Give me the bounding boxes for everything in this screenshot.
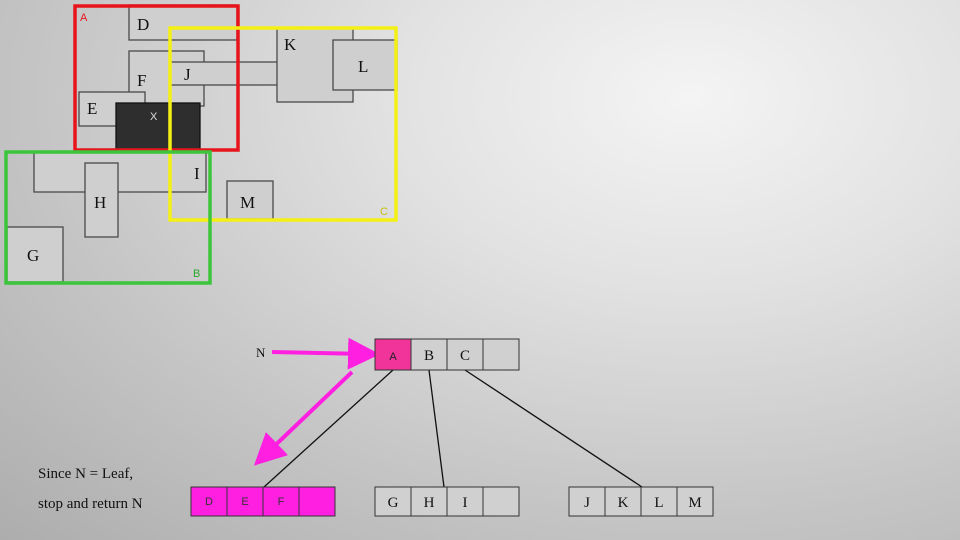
leaf-node-a: D E F xyxy=(190,486,336,517)
edge-root-leaf-a xyxy=(263,369,394,488)
rect-d-label: D xyxy=(137,15,149,34)
edge-root-leaf-c xyxy=(464,369,643,488)
rect-h-label: H xyxy=(94,193,106,212)
leaf-c-cell-k-label: K xyxy=(618,495,629,511)
leaf-b-cell-i-label: I xyxy=(463,495,468,511)
region-c-label: C xyxy=(380,206,388,218)
leaf-a-cell-f-label: F xyxy=(278,496,285,508)
leaf-c-cell-j-label: J xyxy=(584,495,590,511)
rect-d: D xyxy=(128,4,238,41)
root-cell-empty xyxy=(482,338,520,371)
leaf-c-cell-m xyxy=(676,486,714,517)
region-a: A xyxy=(73,4,240,152)
root-cell-c xyxy=(446,338,484,371)
caption-line-2: stop and return N xyxy=(38,496,143,512)
rect-i-label: I xyxy=(194,164,200,183)
rect-i: I xyxy=(33,151,207,193)
edge-root-leaf-b xyxy=(428,369,445,488)
rect-j-label: J xyxy=(184,65,191,84)
rect-x: X xyxy=(115,102,201,151)
rect-l: L xyxy=(332,39,398,91)
region-b: B xyxy=(4,150,212,285)
leaf-c-cell-m-label: M xyxy=(688,495,701,511)
leaf-b-cell-empty xyxy=(482,486,520,517)
pointer-arrow-down xyxy=(253,370,354,466)
root-cell-b xyxy=(410,338,448,371)
rect-m: M xyxy=(226,180,274,220)
caption-line-1: Since N = Leaf, xyxy=(38,466,134,482)
pointer-n-label: N xyxy=(256,345,266,360)
leaf-b-cell-g-label: G xyxy=(388,495,399,511)
leaf-b-cell-i xyxy=(446,486,484,517)
leaf-a-cell-d-label: D xyxy=(205,496,213,508)
root-cell-a xyxy=(374,338,412,371)
rect-m-label: M xyxy=(240,193,255,212)
pointer-arrow-right xyxy=(271,337,380,370)
rect-f-label: F xyxy=(137,71,146,90)
root-cell-b-label: B xyxy=(424,348,434,364)
leaf-a-cell-e-label: E xyxy=(241,496,248,508)
rect-x-label: X xyxy=(150,111,158,123)
rect-k-label: K xyxy=(284,35,297,54)
rect-h: H xyxy=(84,162,119,238)
root-cell-c-label: C xyxy=(460,348,470,364)
region-b-label: B xyxy=(193,268,200,280)
leaf-b-cell-h xyxy=(410,486,448,517)
tree: N A B C D E F G xyxy=(190,337,714,517)
region-c: C xyxy=(168,26,398,222)
leaf-a-cell-d xyxy=(190,486,228,517)
leaf-a-cell-e xyxy=(226,486,264,517)
root-node: A B C xyxy=(374,338,520,371)
leaf-a-cell-empty xyxy=(298,486,336,517)
leaf-b-cell-h-label: H xyxy=(424,495,435,511)
leaf-node-c: J K L M xyxy=(568,486,714,517)
rect-g-label: G xyxy=(27,246,39,265)
root-cell-a-label: A xyxy=(389,351,397,363)
rect-j: J xyxy=(169,61,279,86)
rect-g: G xyxy=(6,226,64,283)
rect-e-label: E xyxy=(87,99,97,118)
leaf-c-cell-l-label: L xyxy=(654,495,663,511)
rect-l-label: L xyxy=(358,57,368,76)
leaf-node-b: G H I xyxy=(374,486,520,517)
region-a-label: A xyxy=(80,12,88,24)
spatial-map: D F J K L E X xyxy=(4,4,398,285)
